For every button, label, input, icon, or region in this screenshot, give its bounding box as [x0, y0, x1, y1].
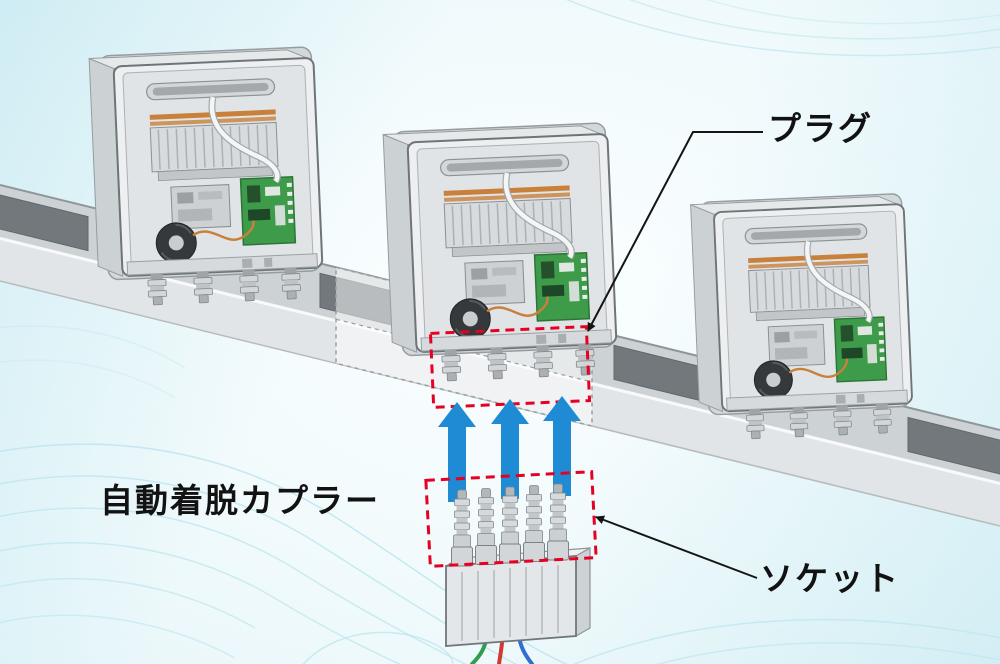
- socket-pin: [451, 489, 473, 567]
- heater-unit-middle: [383, 123, 618, 384]
- rail-opening: [0, 194, 89, 252]
- socket-assembly: [445, 483, 591, 664]
- socket-side-face: [575, 546, 591, 638]
- socket-pin: [499, 486, 521, 564]
- rail-opening: [907, 416, 1000, 475]
- coupler-label: 自動着脱カプラー: [100, 482, 380, 519]
- socket-label: ソケット: [760, 560, 900, 597]
- plug-label: プラグ: [768, 110, 873, 147]
- up-arrow: [438, 402, 476, 502]
- socket-pin: [547, 483, 569, 561]
- heater-unit-right: [691, 194, 914, 442]
- socket-front-face: [445, 555, 577, 647]
- callout-lines: [587, 131, 763, 579]
- socket-highlight-box: [424, 470, 598, 568]
- plug-pointer-line: [587, 131, 763, 332]
- socket-pointer-line: [595, 515, 758, 579]
- socket-pin: [523, 485, 545, 562]
- socket-grooves: [461, 565, 559, 641]
- up-arrow: [491, 399, 529, 499]
- heater-unit-left: [89, 47, 324, 308]
- socket-pin: [475, 488, 497, 565]
